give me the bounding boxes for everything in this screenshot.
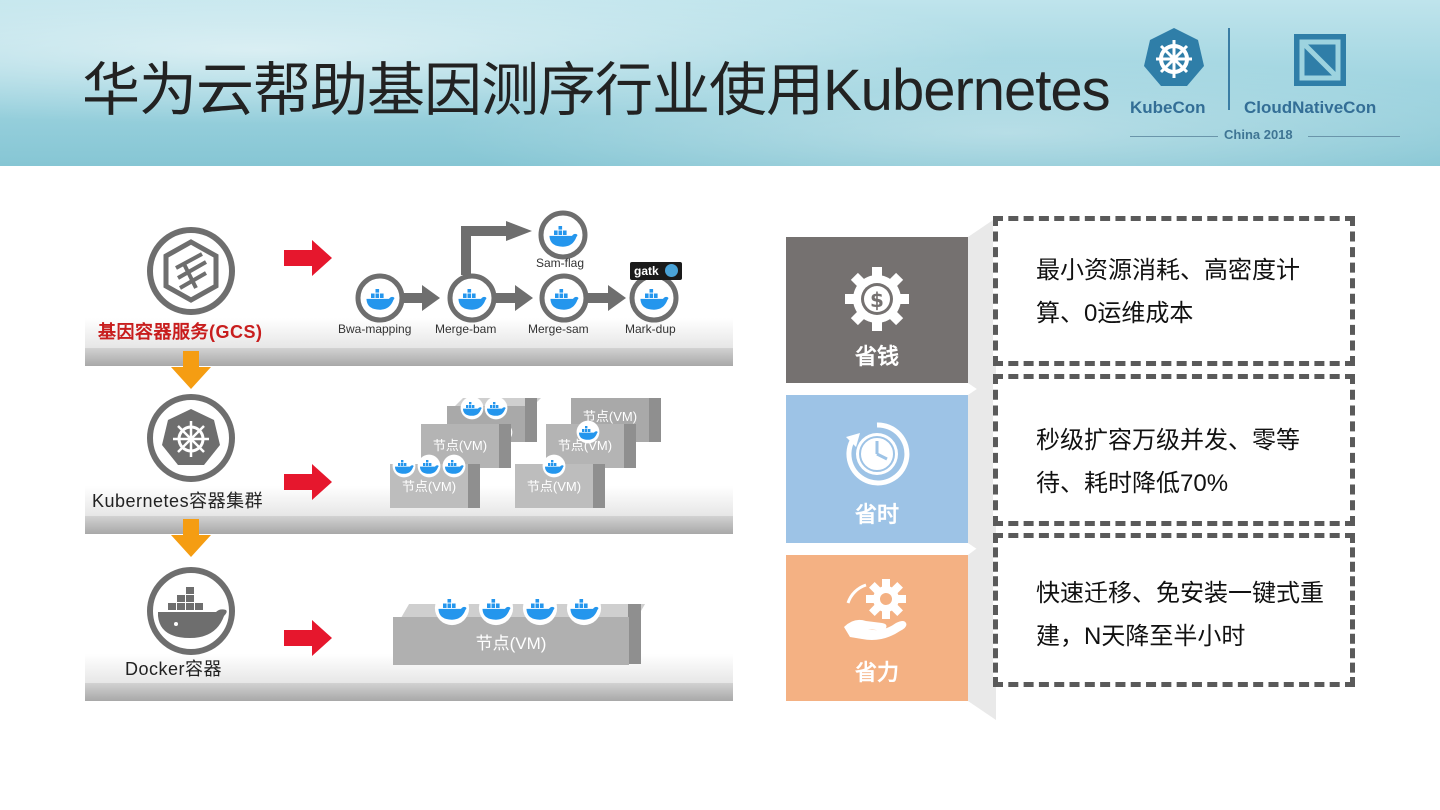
shelf-docker <box>85 683 733 701</box>
benefit-save-time: 省时 <box>786 395 968 543</box>
benefit-connector <box>968 218 996 402</box>
stage-label-merge-sam: Merge-sam <box>528 322 589 336</box>
right-arrow-icon <box>284 240 332 276</box>
layer-label-kubernetes: Kubernetes容器集群 <box>92 491 264 511</box>
benefit-label: 省力 <box>854 660 899 685</box>
header-banner <box>0 0 1440 166</box>
cloudnativecon-text: CloudNativeCon <box>1244 98 1377 117</box>
logo-divider <box>1228 28 1230 110</box>
docker-container-icons <box>392 396 600 478</box>
right-arrow-icon <box>284 620 332 656</box>
layer-label-docker: Docker容器 <box>125 659 223 679</box>
layer-label-gcs: 基因容器服务(GCS) <box>98 322 263 342</box>
benefit-save-effort: 省力 <box>786 555 968 701</box>
benefit-description: 快速迁移、免安装一键式重建，N天降至半小时 <box>1036 580 1324 650</box>
benefit-label: 省钱 <box>854 344 899 369</box>
benefit-save-money: $ 省钱 <box>786 237 968 383</box>
kubernetes-helm-icon <box>147 394 235 482</box>
benefit-connector <box>968 534 996 720</box>
down-arrow-icon <box>171 351 211 389</box>
down-arrow-icon <box>171 519 211 557</box>
benefit-description: 最小资源消耗、高密度计算、0运维成本 <box>1036 257 1300 327</box>
benefit-connector <box>968 376 996 562</box>
docker-whale-icon <box>147 567 235 655</box>
gatk-logo-mark <box>665 264 678 277</box>
logo-rule-left <box>1130 136 1218 137</box>
pipeline-diagram <box>355 210 679 323</box>
right-arrow-icon <box>284 464 332 500</box>
clock-icon <box>846 422 910 486</box>
shelf-glow-1 <box>85 318 733 348</box>
benefit-description: 秒级扩容万级并发、零等待、耗时降低70% <box>1036 427 1300 497</box>
stage-label-mark-dup: Mark-dup <box>625 322 676 336</box>
gcs-hexagon-icon <box>147 227 235 315</box>
benefit-card-save-money: 最小资源消耗、高密度计算、0运维成本 <box>993 216 1355 366</box>
svg-text:$: $ <box>870 288 884 312</box>
logo-rule-right <box>1308 136 1400 137</box>
gatk-logo: gatk <box>630 262 682 280</box>
kubecon-logo: KubeCon CloudNativeCon China 2018 <box>1122 24 1412 150</box>
cloudnativecon-icon <box>1294 34 1346 86</box>
vm-node-label: 节点(VM) <box>546 424 624 468</box>
stage-label-merge-bam: Merge-bam <box>435 322 497 336</box>
stage-label-sam-flag: Sam-flag <box>536 256 585 270</box>
stage-label-bwa-mapping: Bwa-mapping <box>338 322 412 336</box>
benefit-label: 省时 <box>854 502 899 527</box>
benefit-card-save-effort: 快速迁移、免安装一键式重建，N天降至半小时 <box>993 533 1355 687</box>
kubecon-helm-icon <box>1144 28 1204 86</box>
hand-gear-icon <box>844 579 907 640</box>
docker-container-icons <box>434 590 602 626</box>
page-title: 华为云帮助基因测序行业使用Kubernetes <box>82 58 1111 123</box>
vm-side-face <box>628 604 641 664</box>
kubecon-text: KubeCon <box>1130 98 1206 117</box>
shelf-gcs <box>85 348 733 366</box>
gatk-logo-text: gatk <box>634 264 659 278</box>
shelf-kubernetes <box>85 516 733 534</box>
benefit-card-save-time: 秒级扩容万级并发、零等待、耗时降低70% <box>993 374 1355 526</box>
vm-node: 节点(VM) <box>546 424 636 468</box>
dollar-gear-icon: $ <box>845 267 909 331</box>
vm-node-label: 节点(VM) <box>393 617 629 665</box>
logo-subtitle: China 2018 <box>1224 127 1293 142</box>
